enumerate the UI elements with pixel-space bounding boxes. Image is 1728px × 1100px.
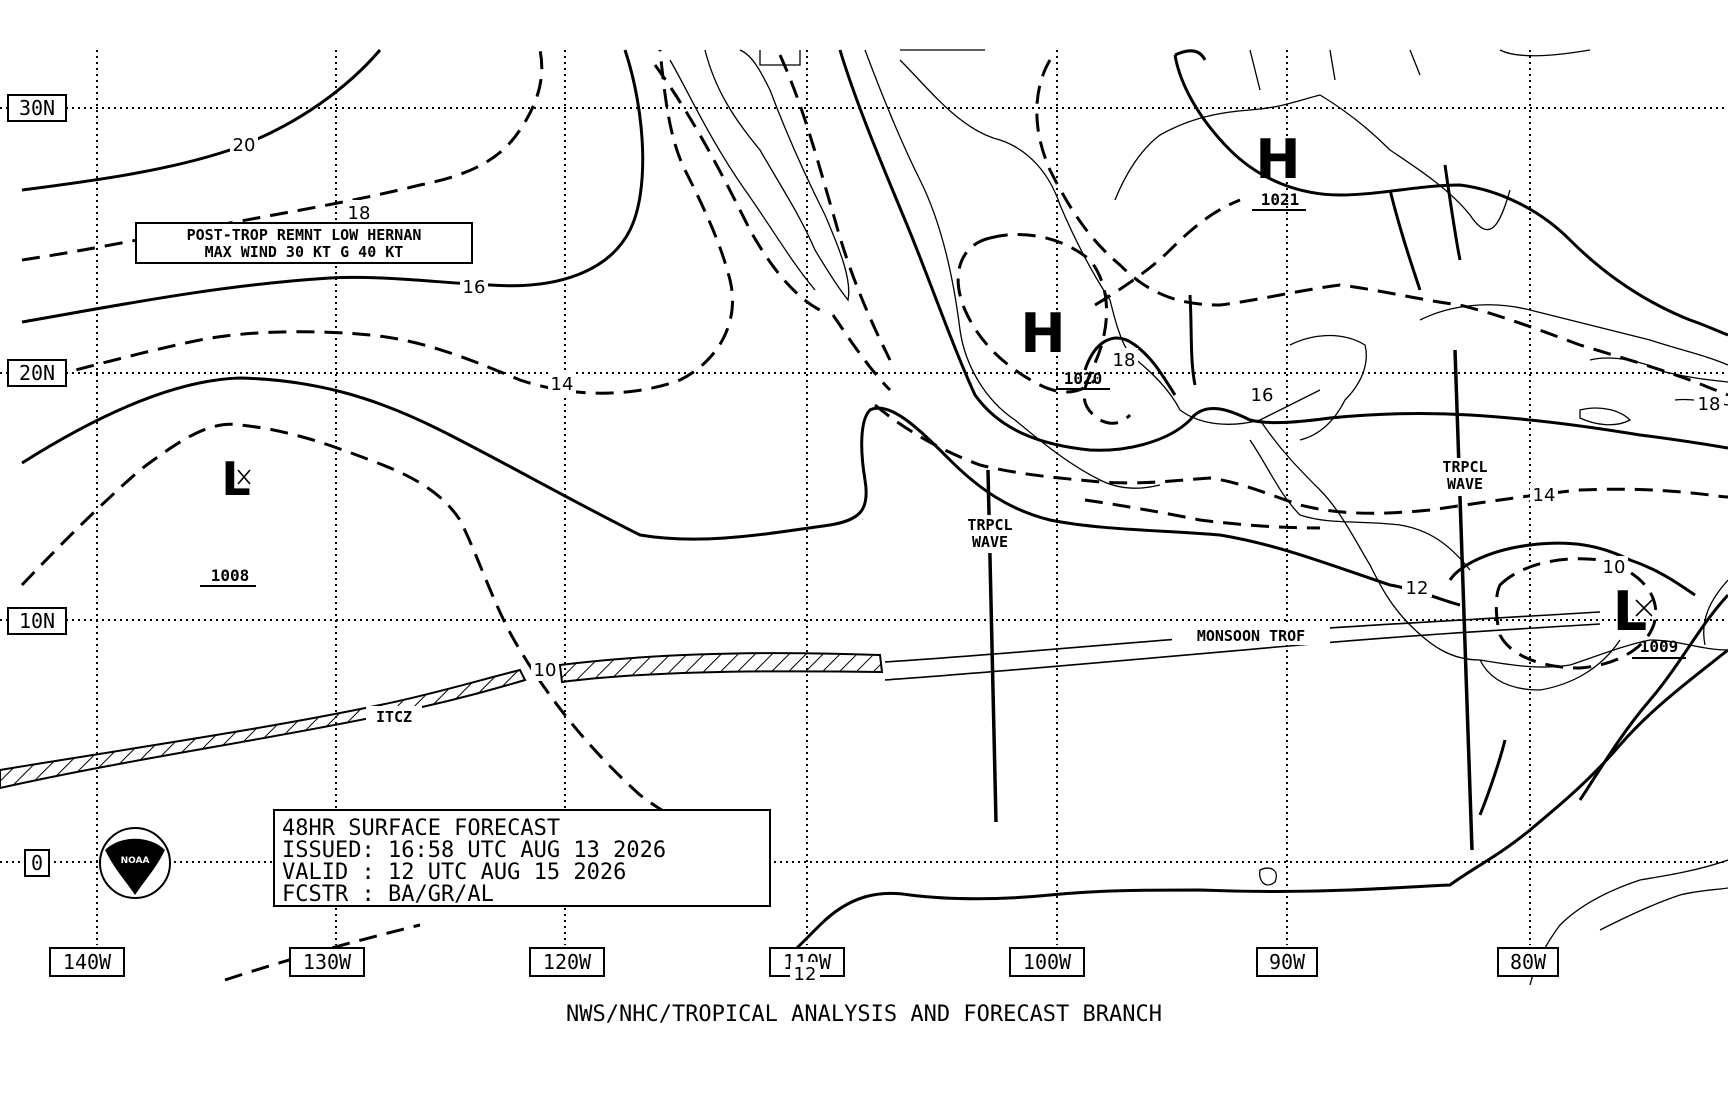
noaa-logo-icon: NOAA bbox=[99, 827, 171, 899]
pressure-value: 1009 bbox=[1640, 637, 1679, 656]
feature-labels: ITCZ MONSOON TROF TRPCL WAVE TRPCL WAVE bbox=[366, 458, 1500, 726]
isobars-solid bbox=[21, 49, 1728, 977]
coastlines bbox=[669, 49, 1728, 986]
high-pressure-symbol: H bbox=[1020, 302, 1065, 365]
lon-label-140w: 140W bbox=[63, 950, 112, 974]
remnant-low-box: POST-TROP REMNT LOW HERNAN MAX WIND 30 K… bbox=[135, 222, 473, 264]
tropical-wave-label: TRPCL bbox=[1442, 458, 1487, 476]
high-center-mexico: H 1020 bbox=[1020, 302, 1110, 390]
tropical-wave-label: TRPCL bbox=[967, 516, 1012, 534]
tropical-wave-label: WAVE bbox=[1447, 475, 1483, 493]
isobar-label: 16 bbox=[463, 277, 486, 298]
latitude-labels: 30N 20N 10N 0 bbox=[7, 94, 67, 877]
monsoon-trough-label: MONSOON TROF bbox=[1197, 627, 1305, 645]
low-center-east: L 1009 bbox=[1613, 580, 1686, 659]
forecast-title: 48HR SURFACE FORECAST bbox=[282, 816, 560, 841]
isobar-label: 20 bbox=[233, 135, 256, 156]
high-center-gulf: H 1021 bbox=[1252, 128, 1306, 211]
isobar-label: 12 bbox=[1406, 578, 1429, 599]
isobar-label: 14 bbox=[551, 374, 574, 395]
isobar-label: 10 bbox=[1603, 557, 1626, 578]
footer-credit: NWS/NHC/TROPICAL ANALYSIS AND FORECAST B… bbox=[566, 1002, 1162, 1027]
lon-label-80w: 80W bbox=[1510, 950, 1547, 974]
lon-label-120w: 120W bbox=[543, 950, 592, 974]
forecast-issued: ISSUED: 16:58 UTC AUG 13 2026 bbox=[282, 838, 666, 863]
isobar-label: 18 bbox=[348, 203, 371, 224]
itcz-label: ITCZ bbox=[376, 708, 412, 726]
isobar-label: 14 bbox=[1533, 485, 1556, 506]
isobar-labels: 20 18 16 14 18 16 18 14 12 10 10 12 bbox=[230, 132, 1724, 985]
lon-label-130w: 130W bbox=[303, 950, 352, 974]
logo-text: NOAA bbox=[121, 856, 150, 866]
tropical-wave-label: WAVE bbox=[972, 533, 1008, 551]
low-center-cross-icon bbox=[1635, 599, 1653, 617]
lon-label-100w: 100W bbox=[1023, 950, 1072, 974]
remnant-low-title: POST-TROP REMNT LOW HERNAN bbox=[187, 226, 422, 244]
remnant-low-wind: MAX WIND 30 KT G 40 KT bbox=[205, 243, 404, 261]
low-center-west: L 1008 bbox=[200, 452, 256, 587]
lat-label-0: 0 bbox=[31, 851, 43, 875]
isobar-label: 10 bbox=[534, 660, 557, 681]
lon-label-90w: 90W bbox=[1269, 950, 1306, 974]
isobar-label: 18 bbox=[1113, 350, 1136, 371]
lat-label-10n: 10N bbox=[19, 609, 55, 633]
lat-lon-grid bbox=[0, 50, 1728, 945]
low-center-cross-icon bbox=[237, 469, 251, 485]
forecast-valid: VALID : 12 UTC AUG 15 2026 bbox=[282, 860, 626, 885]
isobar-label: 16 bbox=[1251, 385, 1274, 406]
pressure-value: 1021 bbox=[1261, 190, 1300, 209]
isobar-label: 12 bbox=[794, 964, 817, 985]
pressure-value: 1020 bbox=[1064, 369, 1103, 388]
itcz-band bbox=[0, 652, 884, 790]
high-pressure-symbol: H bbox=[1255, 128, 1300, 191]
lat-label-20n: 20N bbox=[19, 361, 55, 385]
forecast-forecasters: FCSTR : BA/GR/AL bbox=[282, 882, 494, 907]
forecast-info-box: 48HR SURFACE FORECAST ISSUED: 16:58 UTC … bbox=[273, 809, 771, 907]
pressure-value: 1008 bbox=[211, 566, 250, 585]
isobar-label: 18 bbox=[1698, 394, 1721, 415]
low-pressure-symbol: L bbox=[1613, 580, 1647, 643]
tropical-waves bbox=[986, 349, 1474, 851]
lat-label-30n: 30N bbox=[19, 96, 55, 120]
